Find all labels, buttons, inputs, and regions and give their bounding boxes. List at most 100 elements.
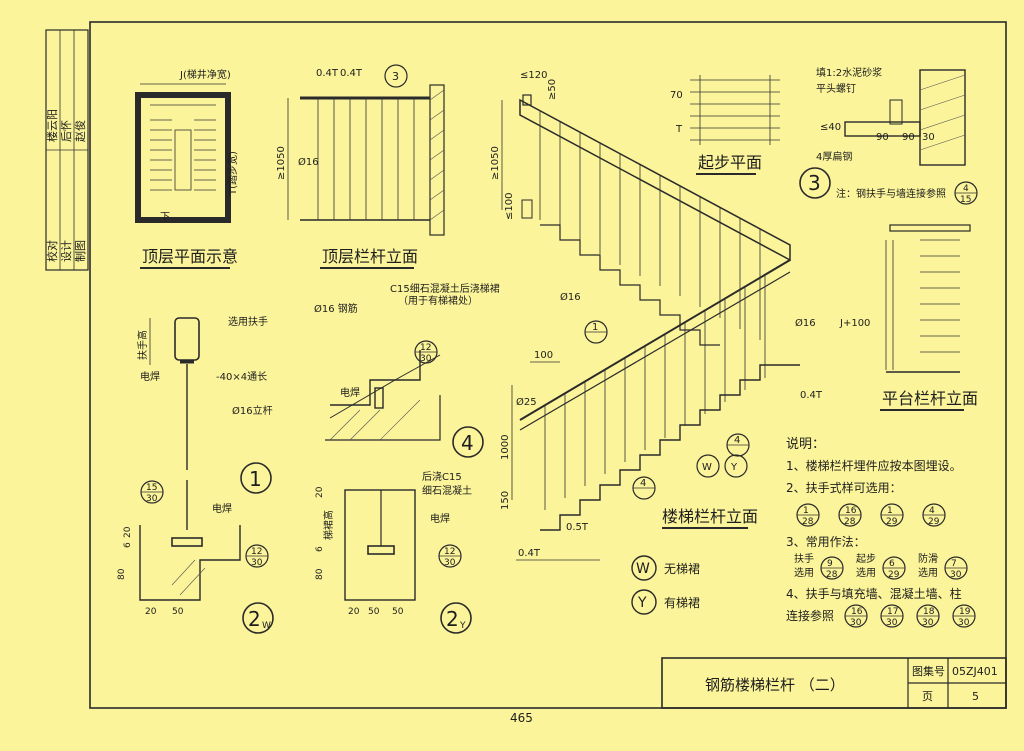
notes-3-item-2-top: 6 [889,559,895,569]
page-no: 5 [972,690,979,703]
platform-bar: Ø16 [795,317,816,329]
top-plan-down: 下 [160,212,170,223]
detail2y-ref30: 30 [444,558,456,568]
notes-item-3: 3、常用作法： [786,535,866,549]
strip-name-1: 楼云阳 [45,109,59,142]
notes-3-item-1-top: 9 [827,559,833,569]
notes-2-ref-3-bottom: 29 [886,517,898,527]
detail2y-sub: Y [459,621,466,631]
notes-3-item-1-a: 扶手 [794,552,814,565]
detail-4-view: C15细石混凝土后浇梯裙 （用于有梯裙处） Ø16 钢筋 电焊 12 30 4 [314,282,500,458]
detail2w-ref30: 30 [146,494,158,504]
notes-2-ref-1-top: 1 [803,506,809,516]
atlas-label: 图集号 [912,664,945,678]
start-plan-title: 起步平面 [698,153,762,172]
detail4-n4: 电焊 [340,386,360,399]
start-plan-view: 70 T 起步平面 [670,75,780,175]
detail3-footnote: 注：钢扶手与墙连接参照 [836,187,946,200]
stair-ref-4a: 4 [734,435,740,446]
notes-2-ref-4-top: 4 [929,506,935,516]
notes-4-ref-3-top: 18 [923,607,935,617]
stair-d05T: 0.5T [566,522,589,533]
detail3-note3: ≤40 [820,122,841,133]
notes-3-item-3-bottom: 30 [950,570,962,580]
legend-w-text: 无梯裙 [664,562,700,576]
detail3-note2: 平头螺钉 [816,83,856,95]
top-railing-bar: Ø16 [298,156,319,168]
strip-role-3: 制图 [74,240,87,262]
notes-2-ref-1-bottom: 28 [802,517,814,527]
detail3-ref-top: 4 [963,184,969,194]
notes-2-ref-3-top: 1 [887,506,893,516]
title-block: 钢筋楼梯栏杆 （二） 图集号 05ZJ401 页 5 [661,657,1007,709]
notes-4-ref-4-bottom: 30 [958,618,970,628]
stair-bar: Ø16 [560,291,581,303]
notes-3-item-1-bottom: 28 [826,570,838,580]
notes-block: 说明： 1、楼梯栏杆埋件应按本图埋设。 2、扶手式样可选用： 128162812… [786,437,976,628]
detail2y-d20b: 20 [315,486,325,498]
notes-2-ref-2-bottom: 28 [844,517,856,527]
stair-ref-y: Y [730,462,738,473]
detail3-note4: 4厚扁钢 [816,150,852,163]
legend-w-letter: W [636,561,650,577]
detail2y-n3: 梯裙高 [322,510,335,540]
stair-d150: 150 [500,491,511,510]
detail-1-view: 扶手高 选用扶手 电焊 -40×4通长 Ø16立杆 1 [136,315,273,530]
detail2y-d20: 20 [348,607,360,617]
top-plan-title: 顶层平面示意 [142,247,238,266]
detail2w-ref12: 12 [251,547,262,557]
legend-y-letter: Y [637,595,647,611]
detail1-n5: Ø16立杆 [232,404,273,417]
detail1-n3: 电焊 [140,370,160,383]
detail2w-ref30b: 30 [251,558,263,568]
detail-2w-view: 15 30 电焊 12 30 6 20 80 20 50 2 W [117,480,274,634]
detail2y-label: 2 [446,607,459,631]
stair-d100: 100 [534,350,553,361]
detail2y-n4: 电焊 [430,512,450,525]
detail3-d30: 30 [922,132,935,143]
platform-title: 平台栏杆立面 [882,389,978,408]
detail4-ref-top: 12 [420,343,431,353]
notes-4-ref-4-top: 19 [959,607,971,617]
top-railing-d1: 0.4T [316,68,339,79]
detail2w-ref15: 15 [146,483,157,493]
start-plan-d70: 70 [670,90,683,101]
detail-3-view: 填1:2水泥砂浆 平头螺钉 ≤40 4厚扁钢 90 90 30 3 注：钢扶手与… [799,66,978,205]
top-plan-dim-j: J(梯井净宽) [179,68,231,81]
start-plan-dt: T [675,124,683,135]
stair-top-dim2: ≥50 [547,79,558,100]
detail2y-d6: 6 [315,546,325,552]
detail2y-ref12: 12 [444,547,455,557]
detail2w-d80: 80 [117,568,127,580]
legend-y-text: 有梯裙 [664,596,700,610]
detail3-d90a: 90 [876,132,889,143]
detail2w-d20: 20 [145,607,157,617]
detail3-d90b: 90 [902,132,915,143]
notes-3-item-3-b: 选用 [918,566,938,579]
detail2y-d80: 80 [315,568,325,580]
top-railing-view: ≥1050 0.4T 0.4T Ø16 3 顶层栏杆立面 [276,64,445,269]
notes-2-ref-2-top: 16 [845,506,857,516]
stair-ref-4b: 4 [640,478,646,489]
notes-4-ref-1-bottom: 30 [850,618,862,628]
page-number: 465 [510,711,533,725]
drawing-frame [89,21,1007,709]
strip-name-2: 后怀 [60,120,73,142]
platform-h: J+100 [839,318,870,329]
detail2w-d50: 50 [172,607,184,617]
top-plan-dim-t: T(踏步宽) [226,151,239,196]
detail4-label: 4 [461,431,474,455]
notes-3-item-2-b: 选用 [856,566,876,579]
detail1-n1: 选用扶手 [228,315,268,328]
detail2y-d50: 50 [368,607,380,617]
notes-4-ref-1-top: 16 [851,607,863,617]
stair-ref-w: W [702,462,712,473]
detail3-note1: 填1:2水泥砂浆 [816,66,882,79]
notes-2-ref-4-bottom: 29 [928,517,940,527]
stair-top-dim: ≤120 [520,70,547,81]
